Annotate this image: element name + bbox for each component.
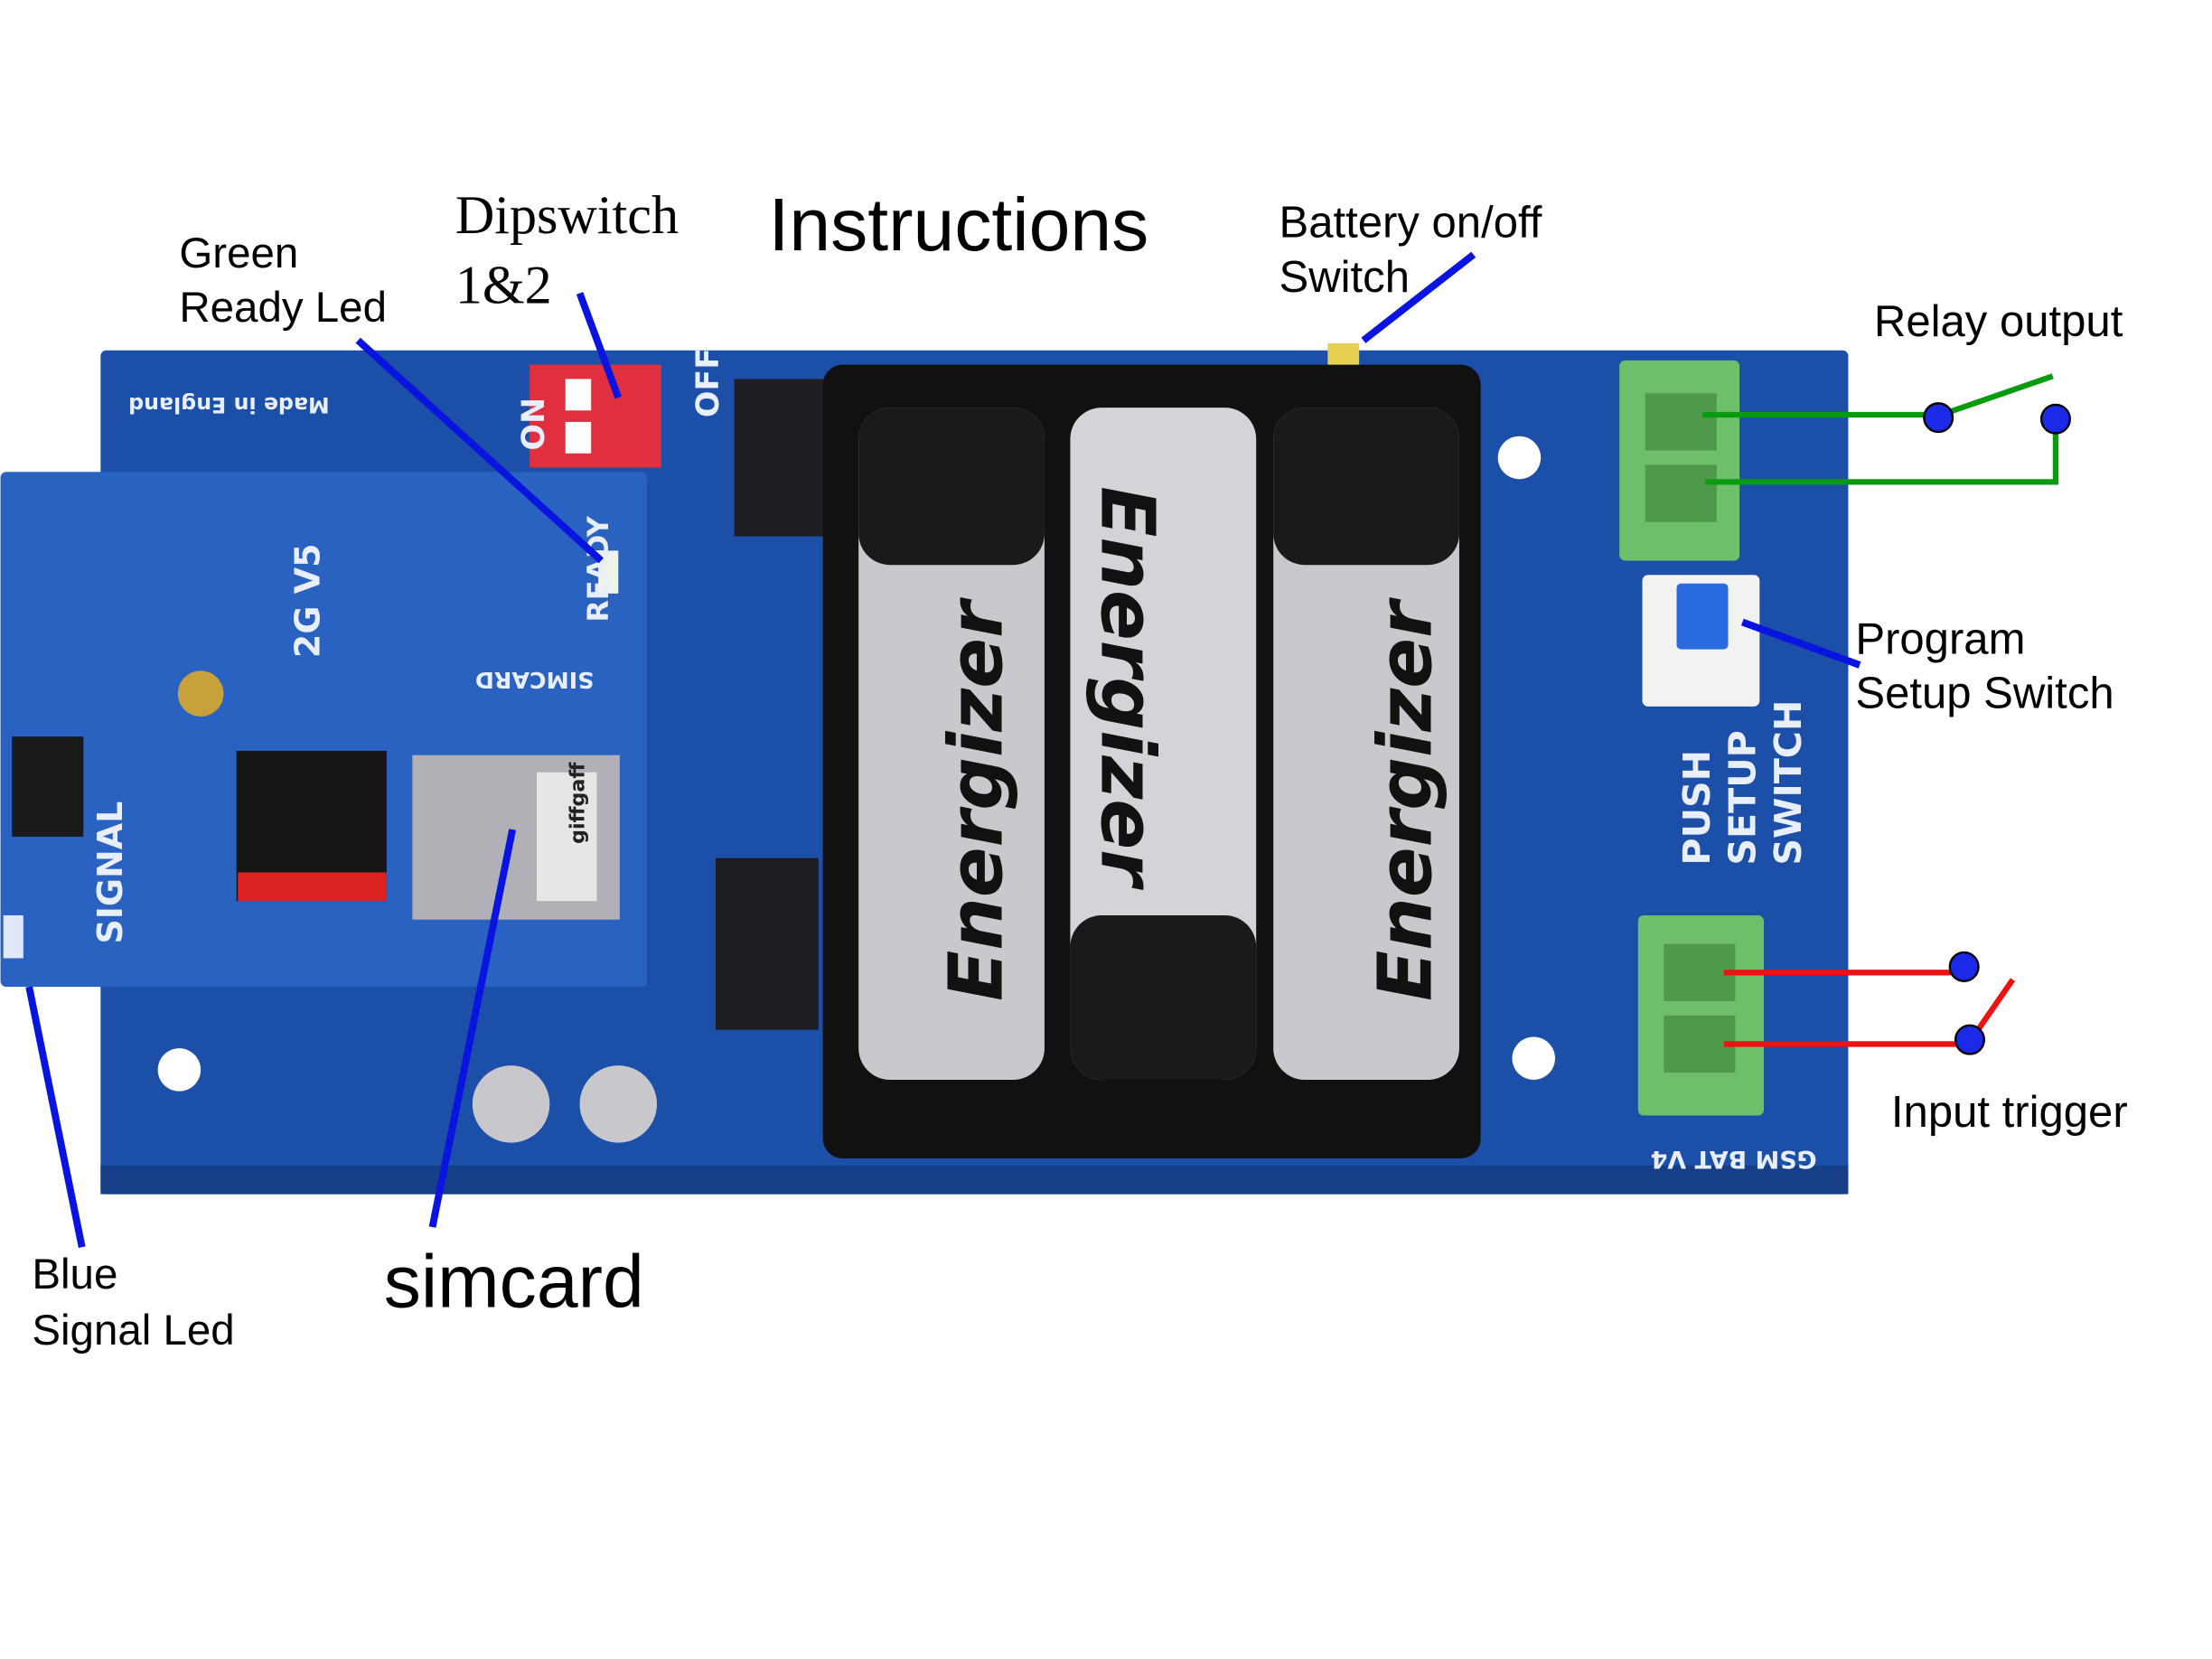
battery-switch[interactable]	[1327, 342, 1360, 367]
svg-text:Blue: Blue	[32, 1251, 117, 1298]
svg-text:Setup Switch: Setup Switch	[1855, 669, 2114, 717]
pointer-lines	[25, 251, 1861, 1248]
svg-text:Green: Green	[179, 230, 298, 277]
relay-component	[734, 379, 835, 537]
off-label: OFF	[690, 348, 726, 417]
battery-switch-label: Battery on/off Switch	[1279, 199, 1542, 302]
signal-silkscreen: SIGNAL	[90, 801, 130, 944]
signal-led-pointer	[25, 986, 86, 1248]
dipswitch-pointer	[576, 292, 622, 399]
sim-brand: giffgaff	[566, 762, 589, 844]
antenna-pad	[177, 670, 224, 717]
battery: Energizer	[858, 408, 1045, 1080]
simcard-silkscreen: SIMCARD	[475, 667, 595, 694]
relay-contact-dot	[1923, 402, 1954, 434]
mounting-hole	[1497, 436, 1542, 480]
svg-text:Signal Led: Signal Led	[32, 1307, 234, 1354]
push-setup-silkscreen: PUSH SETUP SWITCH	[1675, 700, 1810, 866]
input-terminal-block	[1637, 914, 1765, 1116]
program-switch-pointer	[1740, 618, 1861, 669]
trigger-contact-dot	[1948, 951, 1980, 982]
battery-holder: Energizer Energizer Energizer	[822, 364, 1481, 1159]
on-label: ON	[516, 398, 552, 451]
trigger-contact-dot	[1954, 1024, 1986, 1055]
page-title: Instructions	[768, 183, 1148, 267]
mounting-hole	[1512, 1036, 1555, 1080]
svg-text:Program: Program	[1855, 614, 2025, 663]
svg-text:Dipswitch: Dipswitch	[455, 185, 679, 246]
ready-led-pointer	[355, 337, 604, 564]
battery: Energizer	[1070, 408, 1257, 1080]
ready-silkscreen: READY	[583, 515, 615, 622]
ready-led	[598, 550, 619, 594]
made-in-label: Made in England	[128, 392, 329, 417]
capacitor	[472, 1065, 550, 1143]
mounting-hole	[157, 1048, 202, 1092]
relay-output-wiring	[1702, 373, 2059, 485]
battery: Energizer	[1273, 408, 1459, 1080]
simcard-pointer	[428, 829, 517, 1228]
relay-output-label: Relay output	[1874, 297, 2123, 346]
dipswitch-label: Dipswitch 1&2	[455, 185, 679, 316]
blue-signal-led-label: Blue Signal Led	[32, 1251, 234, 1354]
program-setup-label: Program Setup Switch	[1855, 614, 2114, 717]
capacitor	[579, 1065, 658, 1143]
svg-text:SWITCH: SWITCH	[1767, 700, 1810, 866]
svg-text:Energizer: Energizer	[1083, 486, 1169, 890]
svg-text:PUSH: PUSH	[1675, 750, 1719, 866]
relay-component	[715, 858, 819, 1030]
svg-text:Switch: Switch	[1279, 253, 1410, 302]
signal-led	[3, 914, 23, 959]
input-trigger-label: Input trigger	[1891, 1088, 2128, 1137]
input-trigger-wiring	[1723, 970, 2016, 1047]
simcard-label: simcard	[384, 1241, 644, 1324]
svg-text:Energizer: Energizer	[933, 597, 1019, 1001]
green-ready-led-label: Green Ready Led	[179, 230, 387, 332]
svg-text:SETUP: SETUP	[1721, 730, 1765, 865]
battery-switch-pointer	[1361, 251, 1476, 343]
svg-text:Battery on/off: Battery on/off	[1279, 199, 1542, 248]
svg-text:Energizer: Energizer	[1363, 597, 1448, 1001]
gsm-module: giffgaff SIGNAL READY 2G V5 SIMCARD	[0, 472, 647, 988]
relay-terminal-block	[1619, 360, 1740, 561]
program-setup-button[interactable]	[1642, 575, 1760, 707]
svg-text:Ready Led: Ready Led	[179, 284, 387, 332]
relay-contact-dot	[2039, 403, 2071, 435]
board-name-label: GSM BAT V4	[1651, 1145, 1817, 1173]
dipswitch[interactable]	[530, 364, 661, 468]
module-version: 2G V5	[287, 543, 327, 658]
svg-text:1&2: 1&2	[455, 256, 552, 316]
